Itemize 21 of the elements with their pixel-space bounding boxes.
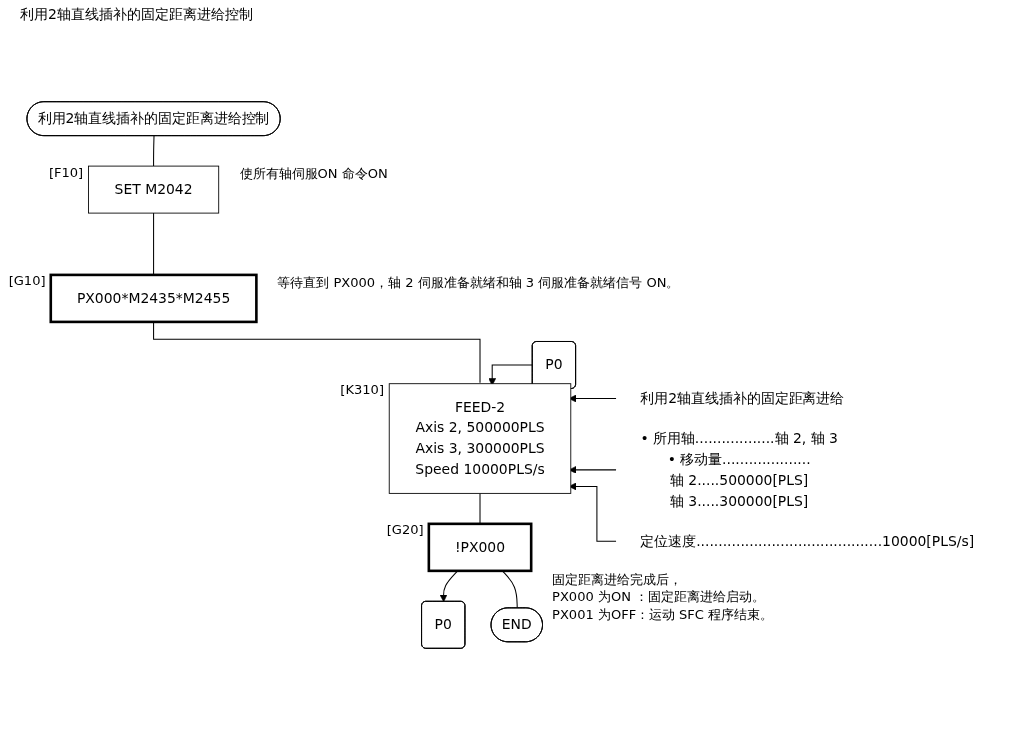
comment-text: PX000 为ON ：固定距离进给启动。 [552,589,766,605]
connector [501,570,518,609]
arrow [439,570,459,603]
comment-text: 等待直到 PX000，轴 2 伺服准备就绪和轴 3 伺服准备就绪信号 ON。 [277,275,680,291]
node-box: FEED-2 Axis 2, 500000PLS Axis 3, 300000PLS Speed 10000PLS/s [388,383,572,494]
step-number: [F10] [48,164,84,180]
node-box: SET M2042 [88,165,220,214]
comment-text: 固定距离进给完成后， [552,571,683,587]
connector [153,135,155,167]
node-text: 利用2轴直线插补的固定距离进给 [640,389,845,407]
step-number: [G20] [386,522,424,538]
connector [153,321,481,384]
comment-text: PX001 为OFF : 运动 SFC 程序结束。 [552,606,774,622]
comment-text: 使所有轴伺服ON 命令ON [239,166,388,182]
node-text: 定位速度..........................................10000[PLS/s] [640,532,975,550]
node-box: !PX000 [427,522,533,573]
node-text: • 所用轴..................轴 2, 轴 3 • 移动量.................... 轴 2.....500000[PLS] 轴 3.....300000[PLS] [640,429,838,510]
step-number: [G10] [8,273,46,289]
node-box: PX000*M2435*M2455 [49,273,258,324]
diagram-title: 利用2轴直线插补的固定距离进给控制 [19,5,254,24]
step-number: [K310] [340,382,384,398]
